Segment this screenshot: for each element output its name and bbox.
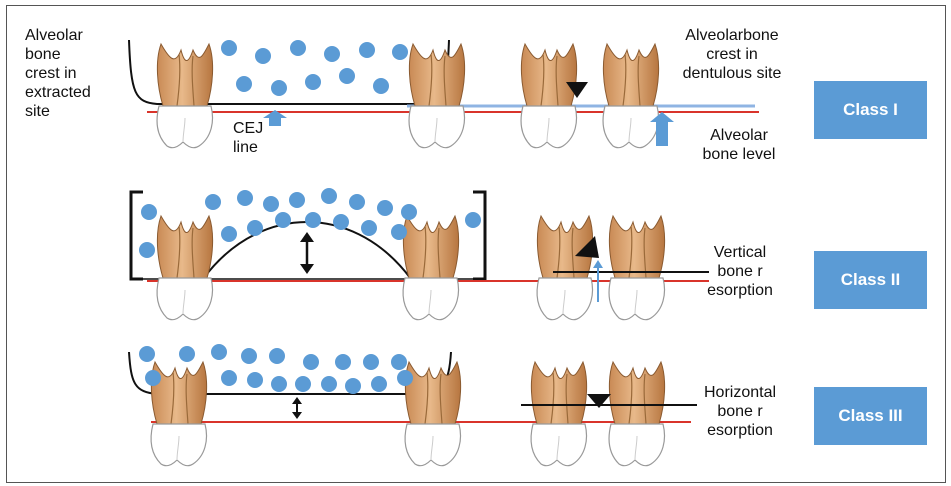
label-bone-crest-dentulous: Alveolarbone crest in dentulous site xyxy=(669,26,795,83)
tooth xyxy=(405,362,461,466)
tooth xyxy=(157,216,213,320)
label-alveolar-bone-level: Alveolar bone level xyxy=(687,126,791,164)
tooth xyxy=(157,44,213,148)
row-class-1 xyxy=(129,40,759,148)
row-class-2 xyxy=(131,188,709,320)
label-bone-crest-extracted: Alveolar bone crest in extracted site xyxy=(25,26,91,121)
label-vertical-resorption: Vertical bone r esorption xyxy=(699,243,781,300)
tooth xyxy=(403,216,459,320)
tooth xyxy=(609,362,665,466)
tooth xyxy=(531,362,587,466)
bone-particles-1 xyxy=(221,40,408,96)
diagram-canvas xyxy=(7,6,945,482)
label-cej-line: CEJ line xyxy=(233,119,263,157)
tooth xyxy=(537,216,593,320)
figure-frame: Alveolar bone crest in extracted site CE… xyxy=(6,5,946,483)
class-1-box: Class I xyxy=(814,81,927,139)
tooth xyxy=(603,44,659,148)
class-2-box: Class II xyxy=(814,251,927,309)
class-3-box: Class III xyxy=(814,387,927,445)
resorption-arrow-head xyxy=(593,260,603,268)
tooth xyxy=(521,44,577,148)
row-class-3 xyxy=(129,344,697,466)
label-horizontal-resorption: Horizontal bone r esorption xyxy=(693,383,787,440)
tooth xyxy=(409,44,465,148)
tooth xyxy=(609,216,665,320)
